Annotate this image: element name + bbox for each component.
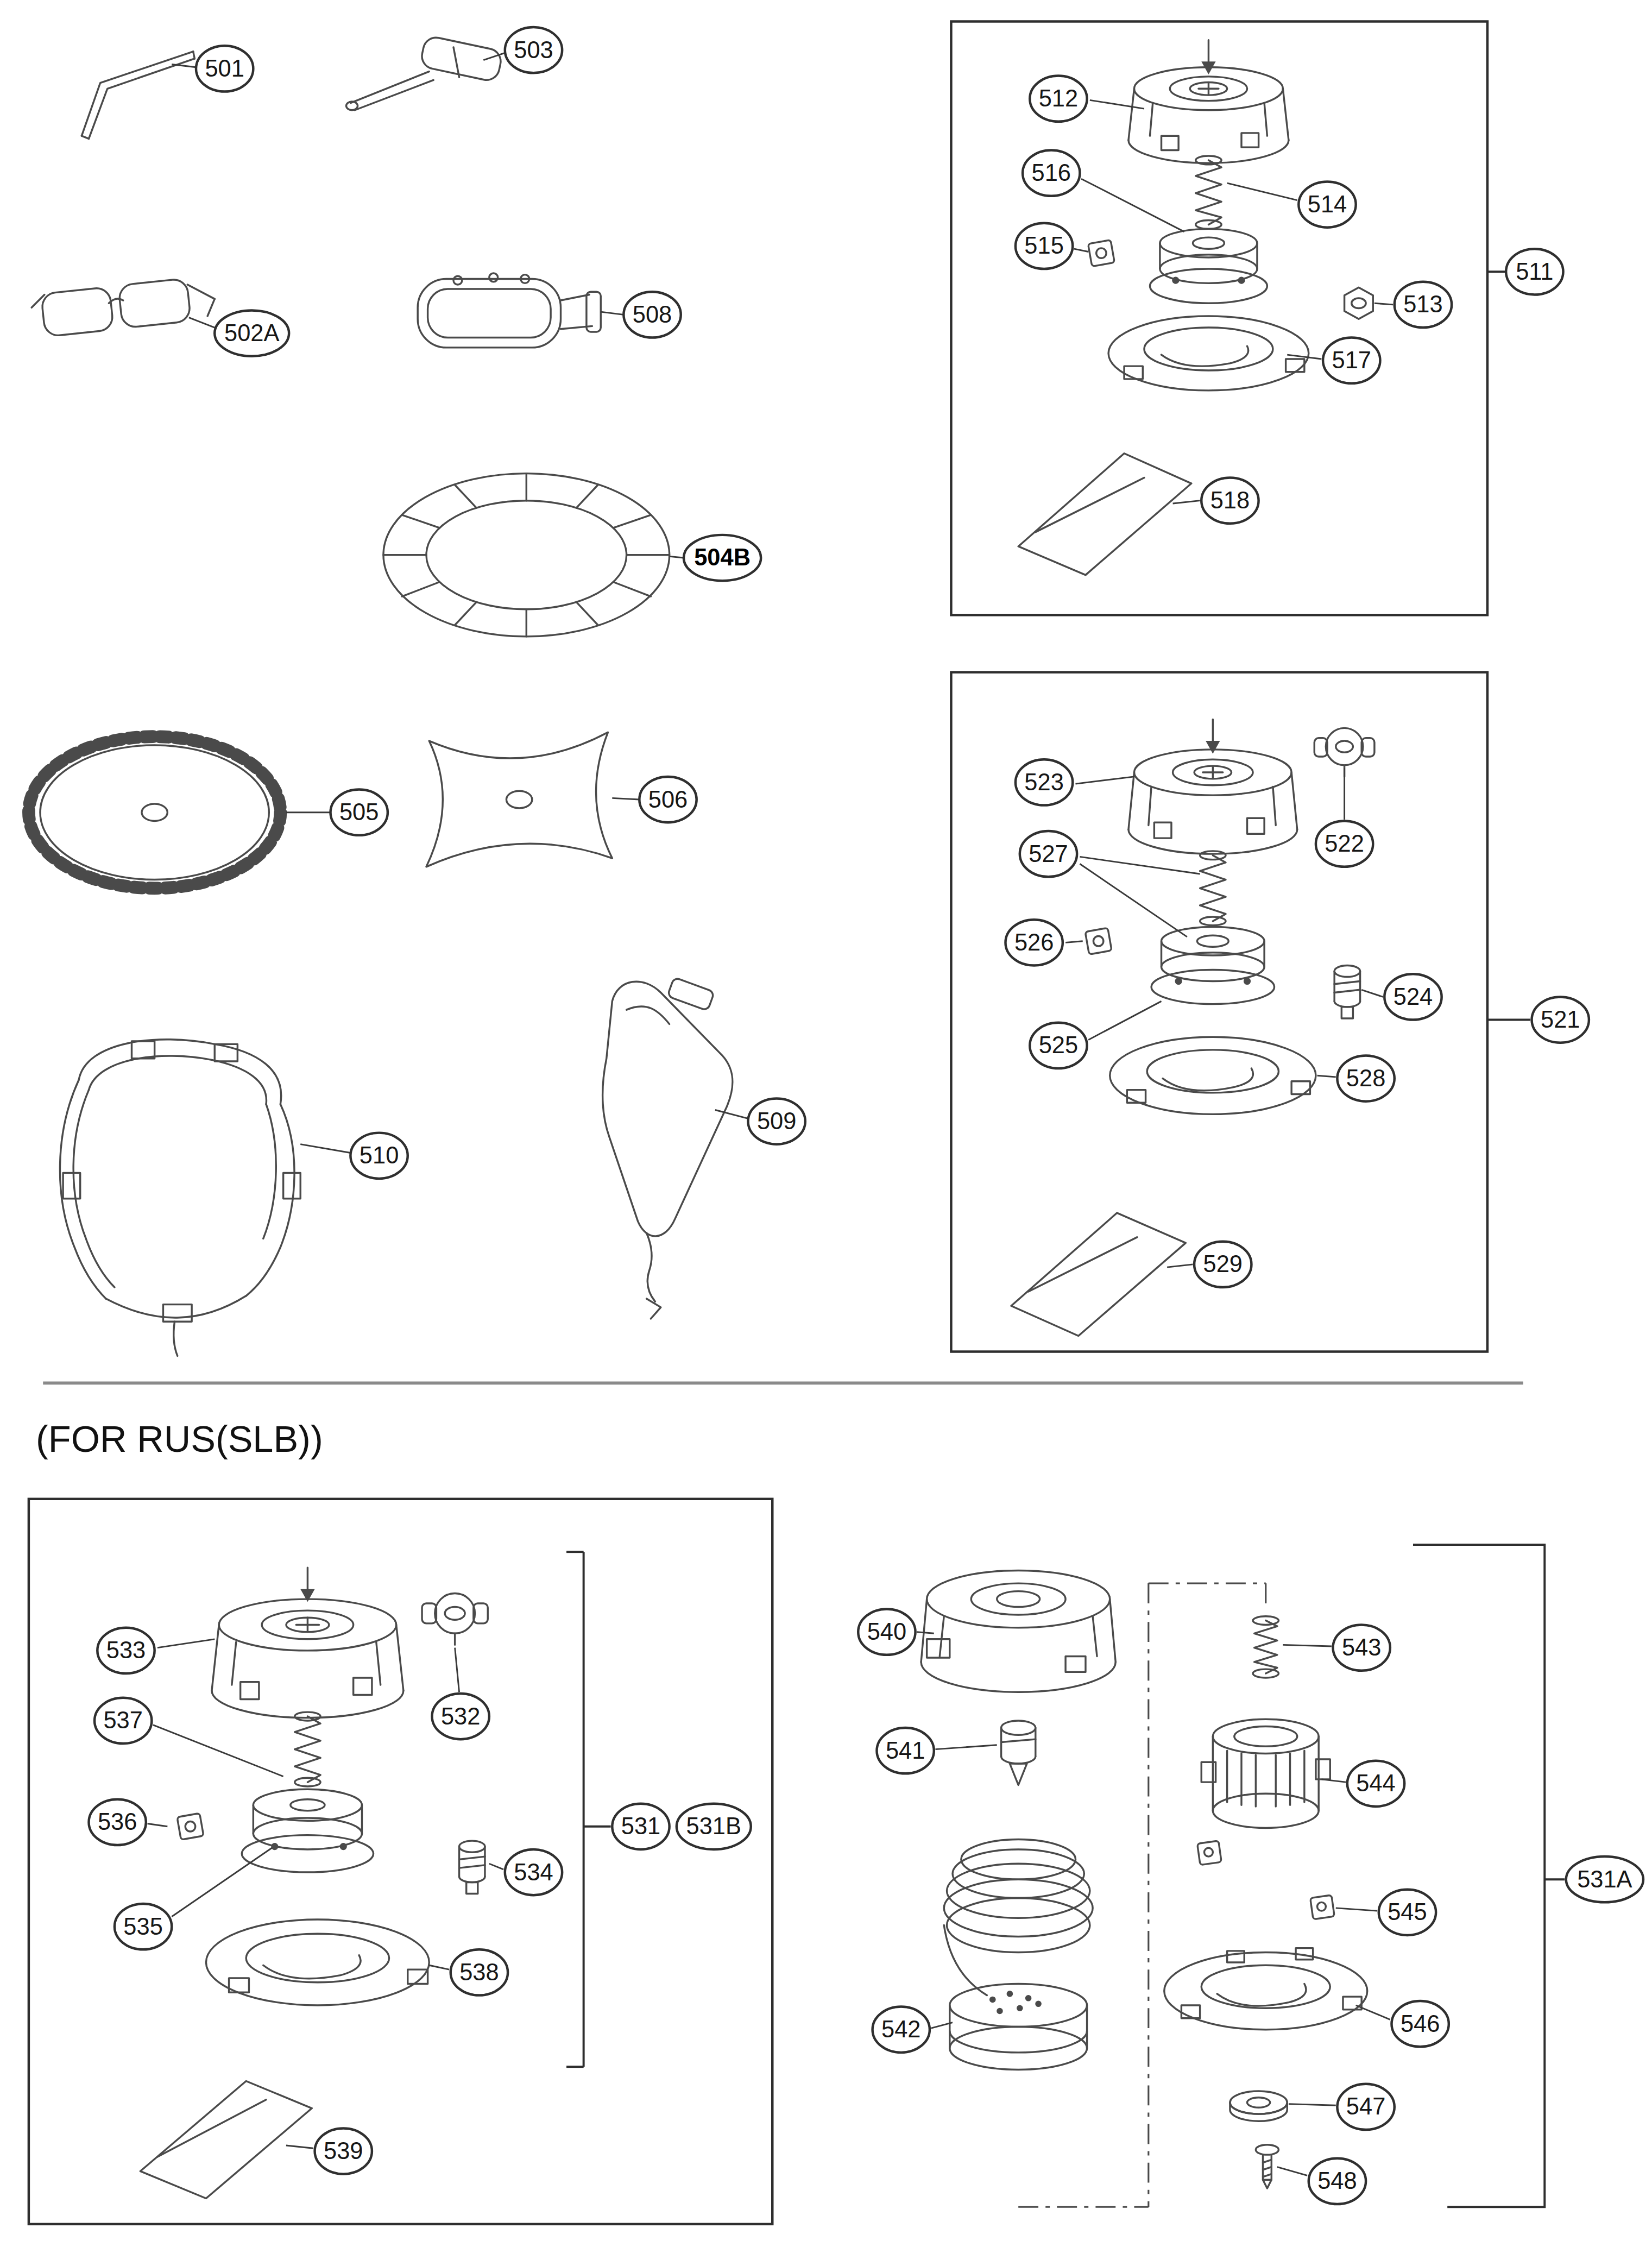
callout-541: 541 bbox=[877, 1728, 934, 1773]
callout-536: 536 bbox=[89, 1799, 146, 1845]
section-label: (FOR RUS(SLB)) bbox=[36, 1418, 323, 1460]
callout-525-label: 525 bbox=[1039, 1032, 1078, 1058]
callout-509-label: 509 bbox=[757, 1108, 796, 1134]
callout-526: 526 bbox=[1005, 920, 1062, 965]
t-wrench-part bbox=[346, 35, 503, 110]
callout-523: 523 bbox=[1016, 759, 1073, 805]
callout-510: 510 bbox=[350, 1133, 407, 1179]
callout-503-label: 503 bbox=[514, 37, 553, 63]
callout-535-label: 535 bbox=[123, 1914, 162, 1940]
callout-512-label: 512 bbox=[1039, 85, 1078, 111]
callout-518-label: 518 bbox=[1210, 487, 1250, 513]
callout-524-label: 524 bbox=[1394, 984, 1433, 1010]
callout-542: 542 bbox=[873, 2007, 930, 2053]
callout-531A: 531A bbox=[1566, 1856, 1643, 1902]
callout-501-label: 501 bbox=[205, 55, 244, 81]
callout-537: 537 bbox=[94, 1698, 152, 1744]
callout-516: 516 bbox=[1023, 150, 1080, 196]
callout-514-label: 514 bbox=[1308, 191, 1347, 217]
callout-546: 546 bbox=[1391, 2001, 1448, 2047]
callout-504B: 504B bbox=[684, 535, 761, 581]
callout-538-label: 538 bbox=[459, 1959, 499, 1985]
callout-541-label: 541 bbox=[886, 1738, 925, 1764]
safety-glasses-part bbox=[31, 278, 215, 337]
callout-503: 503 bbox=[505, 27, 562, 73]
callout-510-label: 510 bbox=[360, 1142, 399, 1168]
callout-509: 509 bbox=[748, 1098, 805, 1144]
callout-543: 543 bbox=[1333, 1625, 1390, 1670]
callout-528-label: 528 bbox=[1346, 1065, 1385, 1091]
callout-517: 517 bbox=[1323, 337, 1380, 383]
callout-525: 525 bbox=[1030, 1023, 1087, 1068]
callout-547-label: 547 bbox=[1346, 2093, 1385, 2119]
callout-533-label: 533 bbox=[106, 1637, 146, 1663]
callout-506-label: 506 bbox=[648, 786, 688, 813]
callout-502A: 502A bbox=[215, 310, 289, 356]
callout-540: 540 bbox=[858, 1609, 915, 1655]
callout-538: 538 bbox=[451, 1949, 508, 1995]
callout-543-label: 543 bbox=[1342, 1634, 1381, 1660]
callout-531B-label: 531B bbox=[686, 1813, 741, 1839]
cover-ring-part bbox=[383, 474, 670, 637]
callout-518: 518 bbox=[1201, 478, 1258, 524]
callout-548: 548 bbox=[1309, 2158, 1366, 2204]
goggles-part bbox=[418, 273, 601, 348]
callout-511: 511 bbox=[1506, 249, 1563, 294]
callout-542-label: 542 bbox=[881, 2016, 920, 2042]
callout-535: 535 bbox=[115, 1904, 172, 1949]
callout-515: 515 bbox=[1016, 223, 1073, 269]
callout-523-label: 523 bbox=[1024, 769, 1063, 795]
callout-531A-label: 531A bbox=[1577, 1866, 1632, 1892]
callout-513-label: 513 bbox=[1403, 291, 1442, 317]
callout-546-label: 546 bbox=[1401, 2011, 1440, 2037]
trimmer-head-assembly-531 bbox=[140, 1568, 488, 2198]
callout-545: 545 bbox=[1379, 1890, 1436, 1935]
centerline-dashdot bbox=[1018, 1583, 1266, 2207]
callout-539-label: 539 bbox=[324, 2138, 363, 2164]
callout-527-label: 527 bbox=[1029, 841, 1068, 867]
callout-534-label: 534 bbox=[514, 1859, 553, 1885]
callout-517-label: 517 bbox=[1332, 347, 1371, 373]
callout-539: 539 bbox=[315, 2128, 372, 2174]
callout-529-label: 529 bbox=[1203, 1251, 1243, 1277]
callout-527: 527 bbox=[1020, 831, 1077, 877]
callout-531: 531 bbox=[612, 1804, 669, 1849]
callout-505-label: 505 bbox=[339, 799, 379, 825]
callout-521: 521 bbox=[1532, 997, 1589, 1042]
callout-533: 533 bbox=[97, 1628, 154, 1673]
callout-534: 534 bbox=[505, 1849, 562, 1895]
callout-508-label: 508 bbox=[633, 301, 672, 328]
callout-526-label: 526 bbox=[1014, 929, 1054, 955]
callout-515-label: 515 bbox=[1024, 232, 1063, 259]
callout-522-label: 522 bbox=[1325, 830, 1364, 857]
callout-521-label: 521 bbox=[1541, 1006, 1580, 1033]
callout-547: 547 bbox=[1337, 2084, 1394, 2130]
saw-blade-part bbox=[29, 737, 280, 888]
assembly-box-531 bbox=[29, 1499, 772, 2224]
callout-529: 529 bbox=[1194, 1242, 1251, 1287]
callout-522: 522 bbox=[1316, 821, 1373, 867]
callout-528: 528 bbox=[1337, 1055, 1394, 1101]
callout-536-label: 536 bbox=[98, 1809, 137, 1835]
callout-504B-label: 504B bbox=[694, 544, 751, 570]
callout-516-label: 516 bbox=[1032, 160, 1071, 186]
four-point-blade-part bbox=[426, 732, 612, 867]
callout-545-label: 545 bbox=[1388, 1899, 1427, 1925]
callout-532: 532 bbox=[432, 1694, 489, 1739]
callout-532-label: 532 bbox=[441, 1703, 480, 1729]
callout-501: 501 bbox=[196, 46, 253, 91]
callout-514: 514 bbox=[1298, 181, 1355, 227]
callout-544: 544 bbox=[1347, 1761, 1404, 1807]
callout-511-label: 511 bbox=[1516, 259, 1553, 285]
bracket-531A bbox=[1413, 1545, 1565, 2207]
callout-531-label: 531 bbox=[621, 1813, 660, 1839]
blade-cover-part bbox=[602, 977, 733, 1319]
callout-506: 506 bbox=[639, 777, 696, 822]
shoulder-harness-part bbox=[60, 1040, 300, 1356]
bracket-531 bbox=[566, 1552, 611, 2067]
trimmer-head-assembly-531A bbox=[921, 1570, 1367, 2188]
callout-513: 513 bbox=[1395, 282, 1452, 328]
callout-505: 505 bbox=[331, 790, 388, 835]
